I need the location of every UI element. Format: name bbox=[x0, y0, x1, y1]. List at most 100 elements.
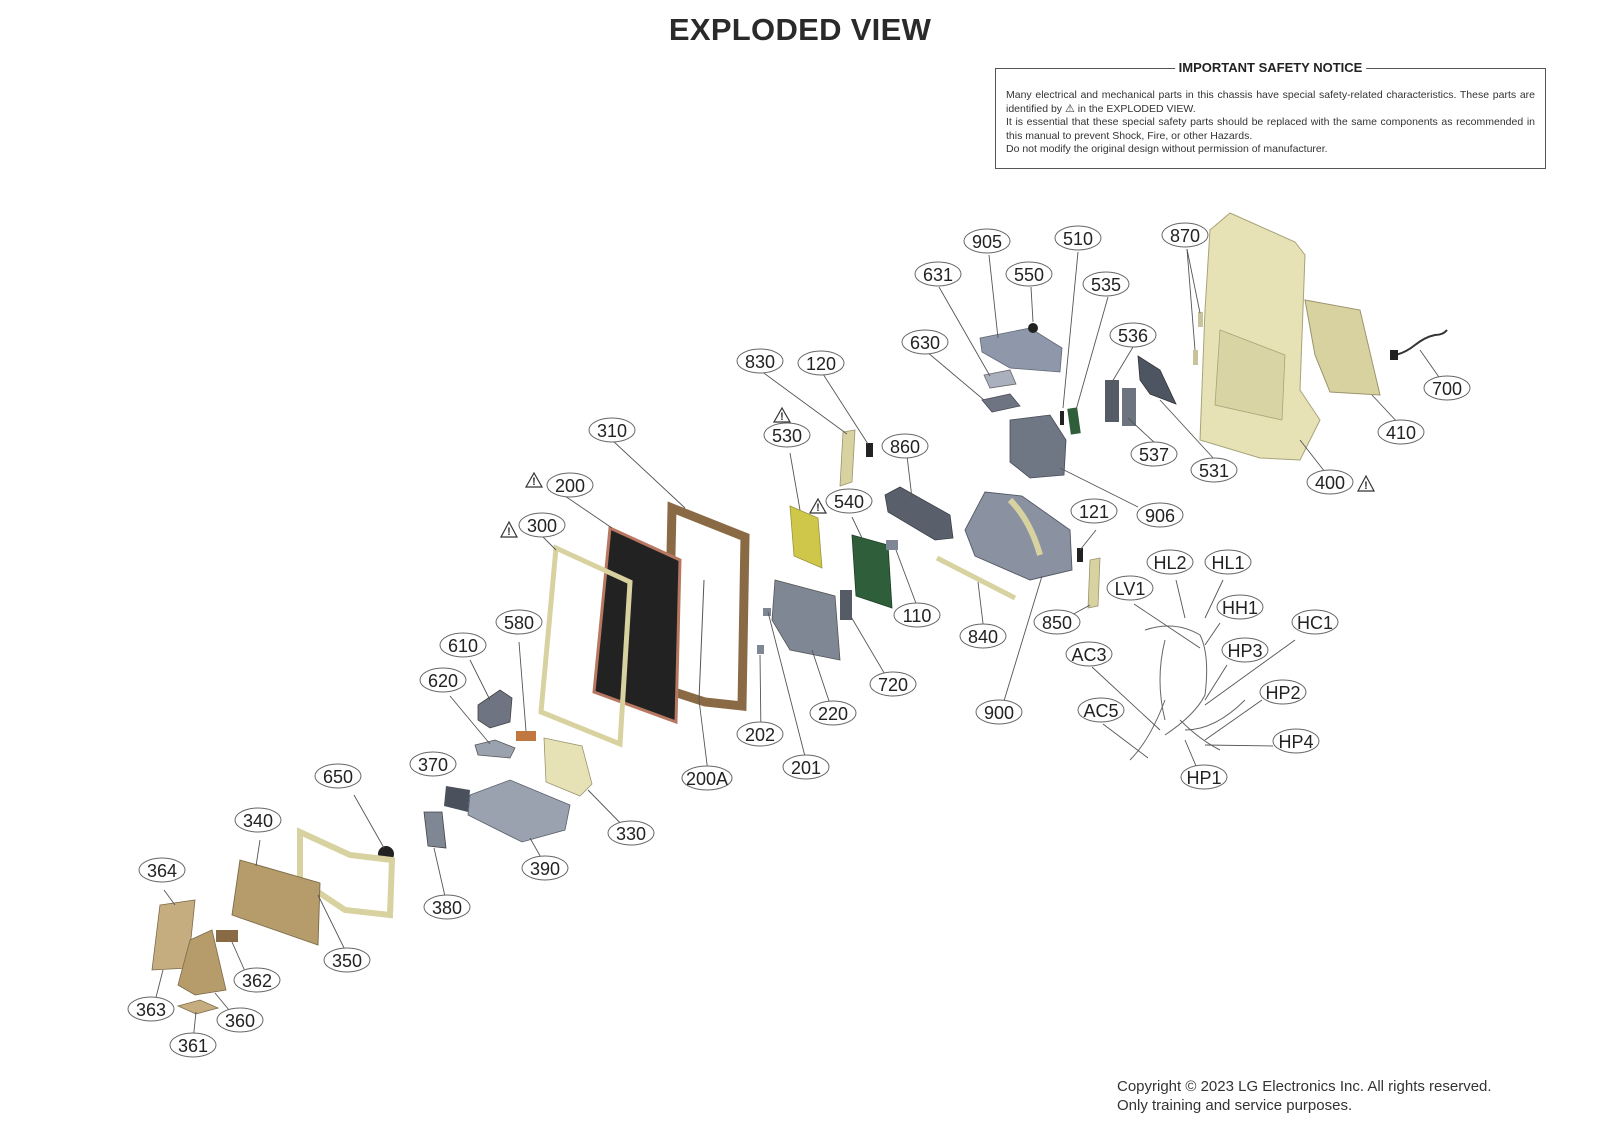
callout-oval bbox=[518, 512, 566, 538]
callout-label: 330 bbox=[616, 824, 646, 844]
callout-label: HH1 bbox=[1222, 598, 1258, 618]
callout-oval bbox=[825, 488, 873, 514]
callout-530: 530 bbox=[763, 422, 811, 448]
part-530-board bbox=[789, 505, 823, 569]
part-361-part bbox=[176, 999, 220, 1015]
callout-oval bbox=[782, 754, 830, 780]
safety-notice-line2: It is essential that these special safet… bbox=[1006, 116, 1535, 142]
callout-label: 550 bbox=[1014, 265, 1044, 285]
callout-label: 390 bbox=[530, 859, 560, 879]
callout-535: 535 bbox=[1082, 271, 1130, 297]
part-330-bracket bbox=[543, 737, 593, 797]
part-537-capacitor bbox=[1122, 388, 1136, 426]
callout-label: HP4 bbox=[1278, 732, 1313, 752]
callout-oval bbox=[869, 671, 917, 697]
callout-830: 830 bbox=[736, 348, 784, 374]
callout-oval bbox=[1082, 271, 1130, 297]
callout-oval bbox=[1161, 222, 1209, 248]
callout-label: AC3 bbox=[1071, 645, 1106, 665]
callout-label: 840 bbox=[968, 627, 998, 647]
callout-label: 363 bbox=[136, 1000, 166, 1020]
callout-oval bbox=[1216, 594, 1264, 620]
callout-label: 720 bbox=[878, 675, 908, 695]
part-700-plug bbox=[1390, 350, 1398, 360]
callout-label: 200A bbox=[686, 769, 728, 789]
callout-HP3: HP3 bbox=[1221, 637, 1269, 663]
part-120-part bbox=[866, 443, 873, 457]
leader-hp2 bbox=[1204, 699, 1263, 741]
leader-870-b bbox=[1186, 248, 1196, 351]
callout-202: 202 bbox=[736, 721, 784, 747]
callout-oval bbox=[1272, 728, 1320, 754]
callout-label: 620 bbox=[428, 671, 458, 691]
part-860-bar bbox=[884, 486, 954, 541]
callout-oval bbox=[216, 1007, 264, 1033]
leader-531 bbox=[1159, 399, 1216, 461]
callout-620: 620 bbox=[419, 667, 467, 693]
callout-oval bbox=[1291, 609, 1339, 635]
callout-oval bbox=[1423, 375, 1471, 401]
part-410-rear-panel bbox=[1304, 299, 1381, 396]
callout-220: 220 bbox=[809, 700, 857, 726]
part-720-part bbox=[840, 590, 852, 620]
callout-oval bbox=[1070, 498, 1118, 524]
leader-580 bbox=[518, 641, 527, 732]
leader-830 bbox=[760, 370, 848, 435]
callout-oval bbox=[809, 700, 857, 726]
callout-label: 830 bbox=[745, 352, 775, 372]
leader-860 bbox=[906, 455, 913, 499]
callout-label: 700 bbox=[1432, 379, 1462, 399]
part-610-part bbox=[477, 689, 513, 729]
leader-120 bbox=[822, 373, 869, 445]
callout-906: 906 bbox=[1136, 502, 1184, 528]
callout-label: 200 bbox=[555, 476, 585, 496]
callout-900: 900 bbox=[975, 699, 1023, 725]
leader-hl2 bbox=[1175, 579, 1186, 619]
callout-label: 340 bbox=[243, 811, 273, 831]
callout-label: 536 bbox=[1118, 326, 1148, 346]
part-340-cover bbox=[231, 859, 321, 946]
callout-oval bbox=[901, 329, 949, 355]
leader-hl1 bbox=[1204, 579, 1224, 619]
callout-870: 870 bbox=[1161, 222, 1209, 248]
callout-630: 630 bbox=[901, 329, 949, 355]
leader-350 bbox=[317, 894, 349, 957]
callout-label: 350 bbox=[332, 951, 362, 971]
callout-label: 530 bbox=[772, 426, 802, 446]
callout-oval bbox=[881, 433, 929, 459]
leader-ac3 bbox=[1091, 666, 1161, 731]
part-400-inner bbox=[1214, 329, 1286, 421]
callout-350: 350 bbox=[323, 947, 371, 973]
warning-triangle-icon-200: ! bbox=[524, 471, 544, 488]
callout-oval bbox=[314, 763, 362, 789]
callout-oval bbox=[234, 807, 282, 833]
callout-oval bbox=[1146, 549, 1194, 575]
callout-label: 370 bbox=[418, 755, 448, 775]
callout-label: 220 bbox=[818, 704, 848, 724]
part-870-hinge-b bbox=[1193, 350, 1198, 365]
warning-triangle-icon-300: ! bbox=[500, 520, 518, 538]
part-700-cable bbox=[1394, 329, 1448, 356]
svg-text:!: ! bbox=[532, 476, 536, 488]
leader-200 bbox=[561, 493, 613, 529]
leader-610 bbox=[469, 659, 491, 701]
leader-536 bbox=[1111, 346, 1134, 383]
callout-oval bbox=[233, 967, 281, 993]
callout-oval bbox=[495, 609, 543, 635]
part-870-hinge-a bbox=[1198, 312, 1203, 327]
leader-537 bbox=[1127, 417, 1157, 445]
callout-oval bbox=[1377, 419, 1425, 445]
callout-label: LV1 bbox=[1115, 579, 1146, 599]
callout-390: 390 bbox=[521, 855, 569, 881]
callout-oval bbox=[736, 721, 784, 747]
callout-200: 200 bbox=[546, 472, 594, 498]
callout-label: 310 bbox=[597, 421, 627, 441]
leader-400 bbox=[1299, 439, 1326, 473]
leader-364 bbox=[163, 889, 176, 906]
part-830-bracket bbox=[839, 429, 856, 487]
leader-lv1 bbox=[1133, 603, 1201, 649]
callout-540: 540 bbox=[825, 488, 873, 514]
callout-AC5: AC5 bbox=[1077, 697, 1125, 723]
callout-label: 360 bbox=[225, 1011, 255, 1031]
